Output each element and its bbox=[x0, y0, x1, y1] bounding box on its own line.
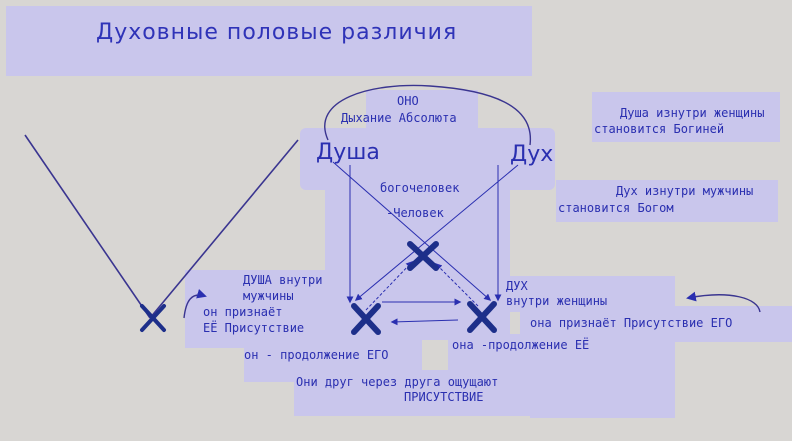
label-spirit-in-woman-2: внутри женщины bbox=[506, 294, 608, 308]
patch-left-labels bbox=[185, 270, 337, 348]
x-mark-right bbox=[467, 301, 497, 333]
v-line-right bbox=[149, 139, 299, 319]
page-title: Духовные половые различия bbox=[96, 20, 458, 45]
label-man: -Человек bbox=[386, 206, 444, 220]
label-spirit-in-woman-1: ДУХ bbox=[506, 279, 528, 293]
label-soul-woman-1: Душа изнутри женщины bbox=[620, 106, 765, 120]
label-he-recognizes-2: ЕЁ Присутствие bbox=[203, 321, 305, 335]
arrow-bl-to-top bbox=[365, 260, 413, 311]
label-soul-in-man-1: ДУША внутри bbox=[243, 273, 323, 287]
top-arc bbox=[324, 84, 531, 146]
patch-bottom-right-low bbox=[530, 340, 675, 418]
patch-right-top bbox=[592, 92, 780, 142]
label-spirit-man-1: Дух изнутри мужчины bbox=[616, 184, 754, 198]
label-feel-2: ПРИСУТСТВИЕ bbox=[404, 390, 484, 404]
label-soul-woman-2: становится Богиней bbox=[594, 122, 725, 136]
label-spirit-man-2: становится Богом bbox=[558, 201, 674, 215]
x-mark-v-bottom bbox=[140, 304, 166, 332]
line-duh-to-left bbox=[354, 164, 519, 301]
label-she-continuation: она -продолжение ЕЁ bbox=[452, 338, 590, 352]
patch-bottom bbox=[294, 370, 534, 416]
label-he-continuation: он - продолжение ЕГО bbox=[244, 348, 389, 362]
x-mark-left bbox=[351, 303, 381, 335]
label-she-recognizes: она признаёт Присутствие ЕГО bbox=[530, 316, 733, 330]
label-godman: богочеловек bbox=[380, 181, 460, 195]
title-banner: Духовные половые различия bbox=[6, 6, 532, 76]
x-mark-top bbox=[407, 241, 439, 271]
v-line-left bbox=[24, 134, 151, 319]
curve-arrow-left bbox=[183, 289, 207, 319]
label-soul-in-man-2: мужчины bbox=[243, 289, 294, 303]
label-breath: Дыхание Абсолюта bbox=[341, 111, 457, 125]
patch-center-body bbox=[300, 128, 555, 190]
label-he-recognizes-1: он признаёт bbox=[203, 305, 283, 319]
arrow-right-to-left bbox=[390, 318, 459, 326]
label-duh: Дух bbox=[510, 142, 554, 167]
label-ono: ОНО bbox=[397, 94, 419, 108]
line-dusha-to-right bbox=[332, 161, 492, 301]
arrow-br-to-top bbox=[435, 263, 479, 307]
patch-right-mid bbox=[556, 180, 778, 222]
label-dusha: Душа bbox=[316, 140, 380, 165]
label-feel-1: Они друг через друга ощущают bbox=[296, 375, 499, 389]
curve-arrow-right bbox=[686, 291, 761, 313]
patch-top-center bbox=[366, 90, 478, 130]
